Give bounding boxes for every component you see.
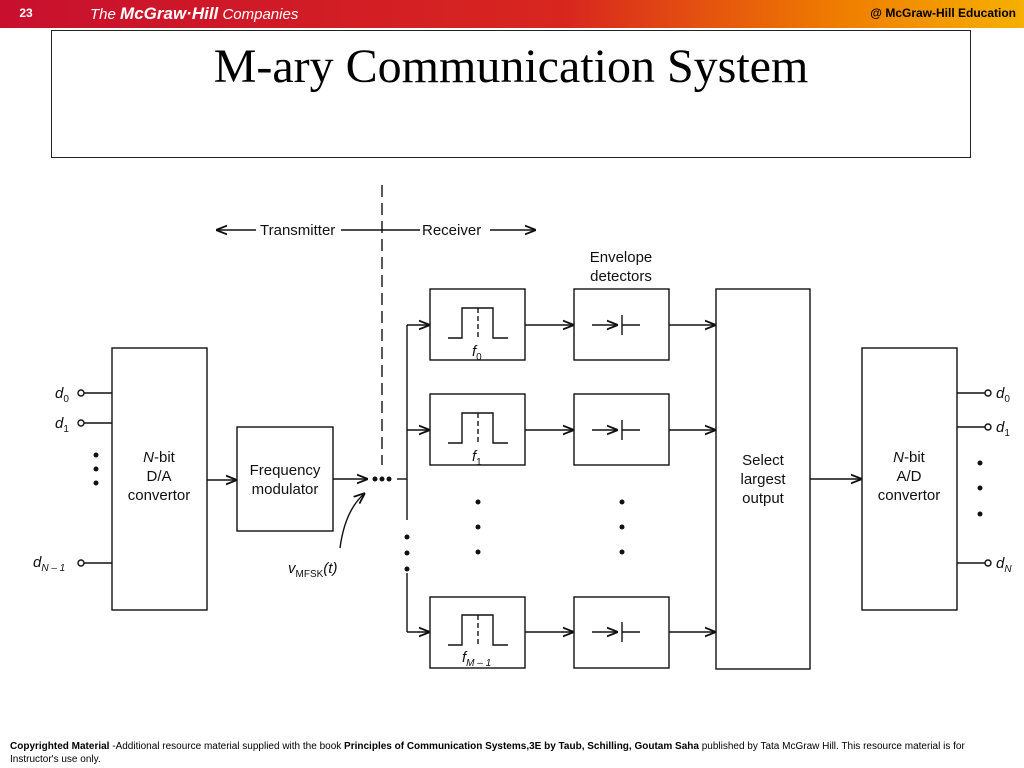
ellipsis-dot	[475, 524, 481, 530]
ad-n-italic: N	[893, 449, 904, 466]
output-terminal-dn	[984, 559, 992, 567]
filter-label-base: f	[462, 649, 468, 666]
filter-label-sub: 0	[476, 352, 482, 363]
ad-bit-text: -bit	[904, 449, 926, 466]
input-label-d0: d0	[55, 385, 69, 405]
ellipsis-dot	[977, 485, 983, 491]
education-brand: @ McGraw-Hill Education	[870, 6, 1016, 20]
ellipsis-dot	[386, 476, 392, 482]
output-label-d0: d0	[996, 385, 1010, 405]
vmfsk-main: v	[288, 560, 297, 577]
filter-label-fm1: fM – 1	[462, 649, 491, 669]
output-label-sub: 0	[1004, 394, 1010, 405]
fm-block-line2: modulator	[252, 481, 319, 498]
output-terminal-d1	[984, 423, 992, 431]
output-label-base: d	[996, 385, 1005, 402]
envelope-label-line2: detectors	[590, 268, 652, 285]
da-convertor-block	[111, 347, 208, 611]
input-label-sub: N – 1	[41, 563, 65, 574]
select-block-line2: largest	[740, 471, 786, 488]
title-box: M-ary Communication System	[51, 30, 971, 158]
input-terminal-dn1	[77, 559, 85, 567]
ad-block-line3: convertor	[878, 487, 941, 504]
input-label-dn1: dN – 1	[33, 554, 65, 574]
da-block-line3: convertor	[128, 487, 191, 504]
ellipsis-dot	[93, 466, 99, 472]
input-terminal-d1	[77, 419, 85, 427]
output-terminal-d0	[984, 389, 992, 397]
footer-text-2: published by Tata McGraw Hill. This reso…	[10, 741, 965, 765]
da-bit-text: -bit	[154, 449, 176, 466]
ellipsis-dot	[619, 499, 625, 505]
vmfsk-label: vMFSK(t)	[288, 560, 337, 580]
copyright-footer: Copyrighted Material -Additional resourc…	[10, 740, 1014, 766]
filter-label-base: f	[472, 448, 478, 465]
output-label-sub: 1	[1004, 428, 1010, 439]
vmfsk-arg: (t)	[323, 560, 337, 577]
ad-convertor-block	[861, 347, 958, 611]
transmitter-label: Transmitter	[260, 222, 335, 239]
filter-label-sub: 1	[476, 457, 482, 468]
footer-bold-2: Principles of Communication Systems,3E b…	[344, 741, 699, 752]
ellipsis-dot	[379, 476, 385, 482]
ellipsis-dot	[475, 549, 481, 555]
receiver-label: Receiver	[422, 222, 481, 239]
footer-text-1: -Additional resource material supplied w…	[109, 741, 345, 752]
filter-label-sub: M – 1	[466, 658, 491, 669]
select-block-line3: output	[742, 490, 785, 507]
da-block-line2: D/A	[146, 468, 171, 485]
ellipsis-dot	[93, 480, 99, 486]
ellipsis-dot	[404, 534, 410, 540]
fm-block-line1: Frequency	[250, 462, 321, 479]
ellipsis-dot	[619, 524, 625, 530]
frequency-modulator-block	[236, 426, 334, 532]
page-title: M-ary Communication System	[213, 40, 809, 93]
input-terminal-d0	[77, 389, 85, 397]
ellipsis-dot	[404, 566, 410, 572]
ellipsis-dot	[619, 549, 625, 555]
logo-suffix: Companies	[222, 6, 299, 23]
top-banner: 23 The McGraw·Hill Companies @ McGraw-Hi…	[0, 0, 1024, 28]
input-label-d1: d1	[55, 415, 69, 435]
ellipsis-dot	[372, 476, 378, 482]
output-label-d1: d1	[996, 419, 1010, 439]
signal-pointer-arrow	[339, 493, 365, 549]
input-label-sub: 0	[63, 394, 69, 405]
output-label-sub: N	[1004, 564, 1012, 575]
input-label-base: d	[33, 554, 42, 571]
input-label-base: d	[55, 415, 64, 432]
envelope-label-line1: Envelope	[590, 249, 653, 266]
output-label-base: d	[996, 555, 1005, 572]
logo-prefix: The	[90, 6, 116, 23]
footer-bold-1: Copyrighted Material	[10, 741, 110, 752]
filter-label-base: f	[472, 343, 478, 360]
ellipsis-dot	[93, 452, 99, 458]
input-label-sub: 1	[63, 424, 69, 435]
output-label-dn: dN	[996, 555, 1012, 575]
ellipsis-dot	[977, 460, 983, 466]
logo-name: McGraw·Hill	[120, 4, 219, 23]
input-label-base: d	[55, 385, 64, 402]
mary-block-diagram: Transmitter Receiver Envelope detectors …	[33, 185, 1012, 670]
ellipsis-dot	[475, 499, 481, 505]
filter-label-f0: f0	[472, 343, 482, 363]
ad-block-line1: N-bit	[893, 449, 926, 466]
ad-block-line2: A/D	[896, 468, 921, 485]
output-label-base: d	[996, 419, 1005, 436]
da-block-line1: N-bit	[143, 449, 176, 466]
ellipsis-dot	[404, 550, 410, 556]
select-block-line1: Select	[742, 452, 785, 469]
publisher-logo: The McGraw·Hill Companies	[90, 4, 298, 24]
slide-number: 23	[19, 6, 33, 20]
vmfsk-sub: MFSK	[296, 569, 324, 580]
filter-label-f1: f1	[472, 448, 482, 468]
ellipsis-dot	[977, 511, 983, 517]
da-n-italic: N	[143, 449, 154, 466]
